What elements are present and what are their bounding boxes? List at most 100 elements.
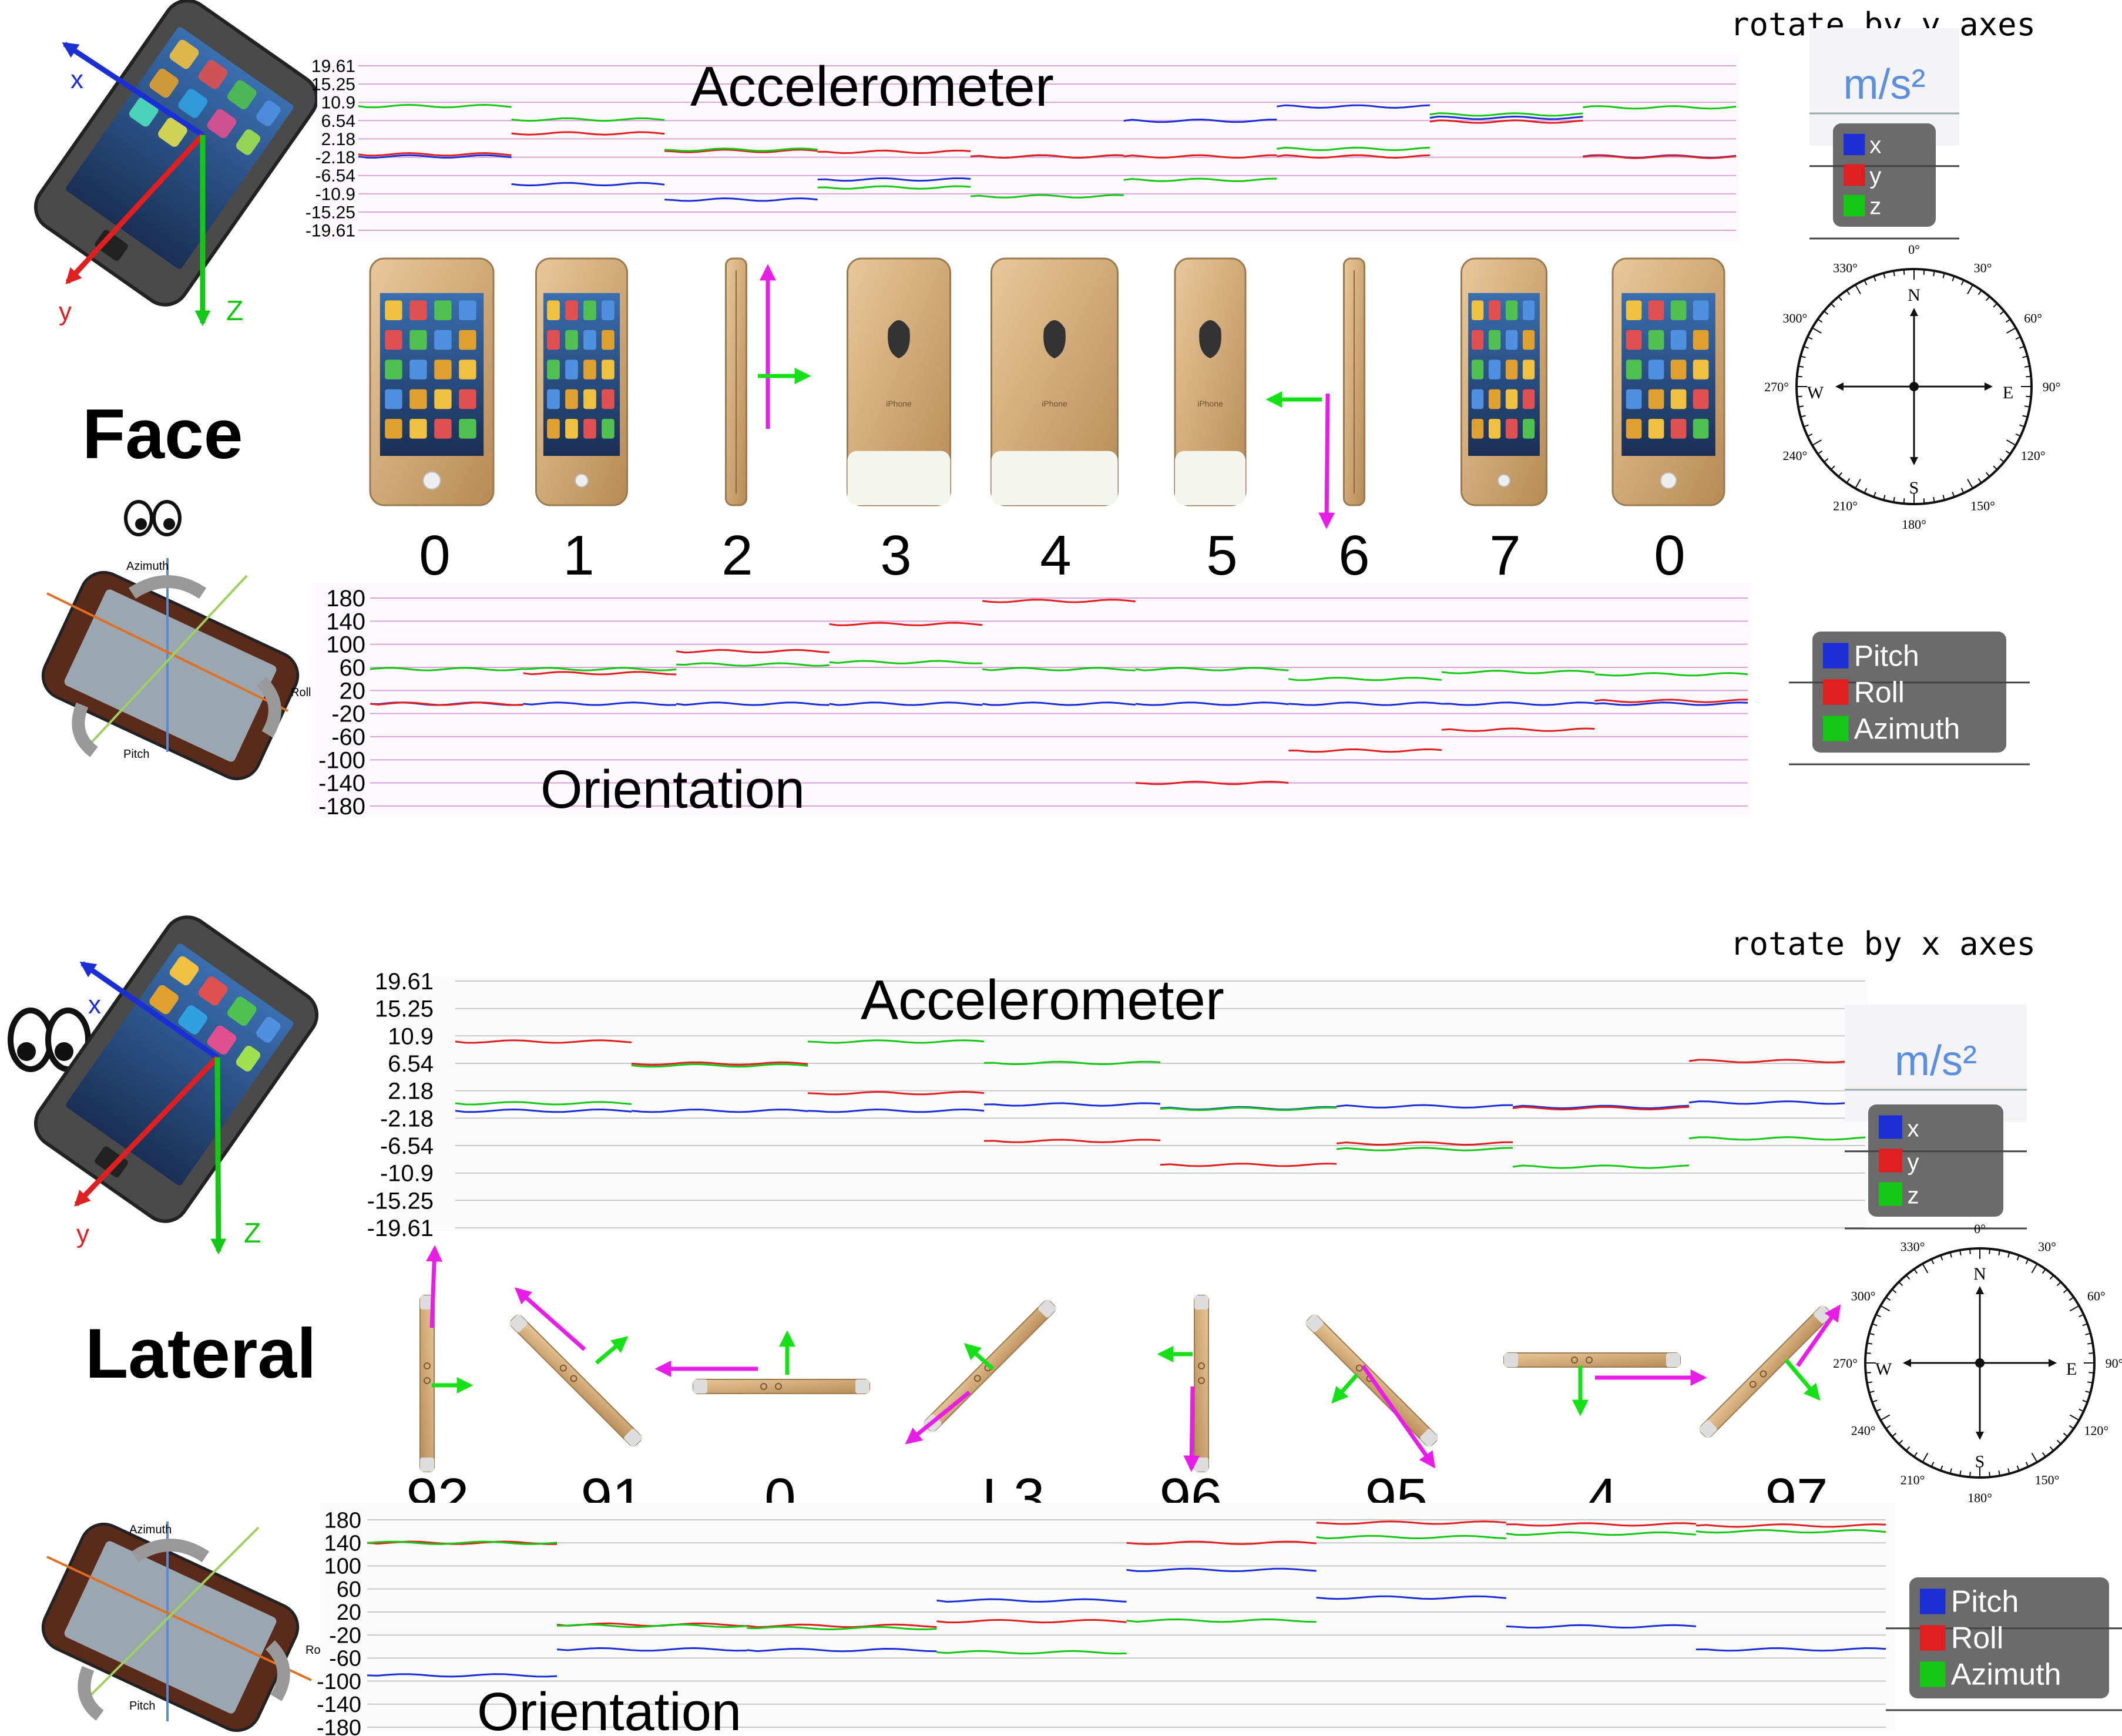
y-tick-label: 2.18 xyxy=(388,1079,434,1104)
cardinal-e: E xyxy=(2066,1359,2077,1379)
degree-label: 90° xyxy=(2043,380,2061,394)
cardinal-e: E xyxy=(2003,383,2013,402)
phone-photo: iPhone xyxy=(847,257,951,506)
cardinal-w: W xyxy=(1807,383,1824,402)
unit-label: m/s² xyxy=(1844,61,1926,108)
y-tick-label: 19.61 xyxy=(311,57,355,76)
pitch-label: Pitch xyxy=(129,1700,155,1713)
phone-photo xyxy=(369,257,495,506)
series-segment-roll xyxy=(1316,1520,1506,1525)
position-number: 3 xyxy=(880,524,911,587)
series-segment-azimuth xyxy=(1506,1531,1697,1536)
series-segment-y xyxy=(1123,154,1277,159)
legends: m/s²xyzPitchRollAzimuthm/s²xyzPitchRollA… xyxy=(1789,28,2122,1711)
y-tick-label: 180 xyxy=(324,1508,361,1533)
series-segment-y xyxy=(511,131,665,136)
series-segment-azimuth xyxy=(829,660,983,664)
series-segment-roll xyxy=(1594,699,1748,703)
series-segment-y xyxy=(1160,1163,1337,1167)
y-tick-label: -19.61 xyxy=(367,1215,434,1241)
y-tick-label: -15.25 xyxy=(305,203,355,222)
y-tick-label: -20 xyxy=(331,701,365,727)
series-segment-azimuth xyxy=(1441,670,1595,674)
legend-label: Azimuth xyxy=(1951,1657,2061,1691)
series-segment-pitch xyxy=(1594,701,1748,706)
series-segment-z xyxy=(664,147,818,152)
y-tick-label: 20 xyxy=(340,678,366,704)
series-segment-y xyxy=(631,1061,808,1066)
series-segment-pitch xyxy=(747,1647,937,1653)
y-tick-label: -10.9 xyxy=(380,1161,434,1187)
legend-label: Pitch xyxy=(1854,639,1919,672)
legend-label: z xyxy=(1869,194,1881,220)
position-number: 0 xyxy=(1654,524,1685,587)
series-segment-z xyxy=(807,1039,985,1044)
series-segment-z xyxy=(1336,1147,1513,1151)
series-segment-pitch xyxy=(367,1673,558,1678)
series-segment-x xyxy=(1123,118,1277,123)
legend-swatch xyxy=(1920,1625,1946,1651)
phone-side-view xyxy=(509,1314,642,1447)
y-tick-label: 15.25 xyxy=(311,75,355,95)
series-segment-pitch xyxy=(523,701,677,706)
degree-label: 60° xyxy=(2024,311,2042,325)
series-segment-z xyxy=(455,1101,632,1106)
pitch-label: Pitch xyxy=(123,748,149,761)
legend-label: y xyxy=(1869,163,1881,189)
series-segment-pitch xyxy=(1288,701,1442,706)
degree-label: 300° xyxy=(1851,1289,1876,1304)
phone-sequence xyxy=(419,1295,1832,1472)
y-tick-label: -15.25 xyxy=(367,1188,434,1214)
y-tick-label: -60 xyxy=(329,1647,361,1671)
y-tick-label: -2.18 xyxy=(380,1106,434,1131)
series-segment-x xyxy=(631,1109,808,1113)
series-segment-z xyxy=(1277,146,1430,152)
phone-axes-icon: x y Z xyxy=(33,915,319,1255)
degree-label: 330° xyxy=(1833,260,1858,275)
y-tick-label: -19.61 xyxy=(305,221,355,241)
series-segment-x xyxy=(1277,104,1430,109)
series-segment-azimuth xyxy=(676,662,830,667)
series-segment-roll xyxy=(1506,1522,1696,1527)
legend-swatch xyxy=(1823,643,1849,669)
y-tick-label: 100 xyxy=(326,632,365,658)
legend-label: Pitch xyxy=(1951,1584,2019,1619)
series-segment-roll xyxy=(1135,780,1289,785)
phone-side-view xyxy=(1699,1305,1832,1438)
y-tick-label: 100 xyxy=(324,1554,361,1579)
legend-label: z xyxy=(1907,1183,1919,1208)
phone-side-view xyxy=(419,1295,435,1472)
legend-label: Roll xyxy=(1951,1621,2004,1655)
legend-label: x xyxy=(1907,1116,1919,1141)
legend-swatch xyxy=(1844,164,1865,186)
series-segment-pitch xyxy=(1316,1595,1506,1600)
accel-chart-face: 19.6115.2510.96.542.18-2.18-6.54-10.9-15… xyxy=(305,54,1739,242)
y-tick-label: -6.54 xyxy=(315,166,355,186)
series-segment-y xyxy=(1583,155,1737,159)
series-segment-z xyxy=(983,1060,1161,1066)
chart-title: Orientation xyxy=(477,1682,741,1736)
z-axis-label: Z xyxy=(226,296,243,327)
series-segment-azimuth xyxy=(370,667,523,671)
roll-label: Roll xyxy=(291,686,311,699)
series-segment-roll xyxy=(1441,727,1595,732)
position-number: 2 xyxy=(721,524,753,587)
degree-label: 0° xyxy=(1974,1221,1986,1236)
series-segment-y xyxy=(1336,1141,1513,1146)
series-segment-y xyxy=(817,149,971,155)
azimuth-label: Azimuth xyxy=(129,1523,172,1536)
brand-text: iPhone xyxy=(1197,399,1223,408)
y-tick-label: -140 xyxy=(317,1693,361,1717)
legend-swatch xyxy=(1823,679,1849,705)
cardinal-s: S xyxy=(1975,1452,1985,1472)
degree-label: 240° xyxy=(1782,448,1807,463)
series-segment-x xyxy=(817,177,971,182)
